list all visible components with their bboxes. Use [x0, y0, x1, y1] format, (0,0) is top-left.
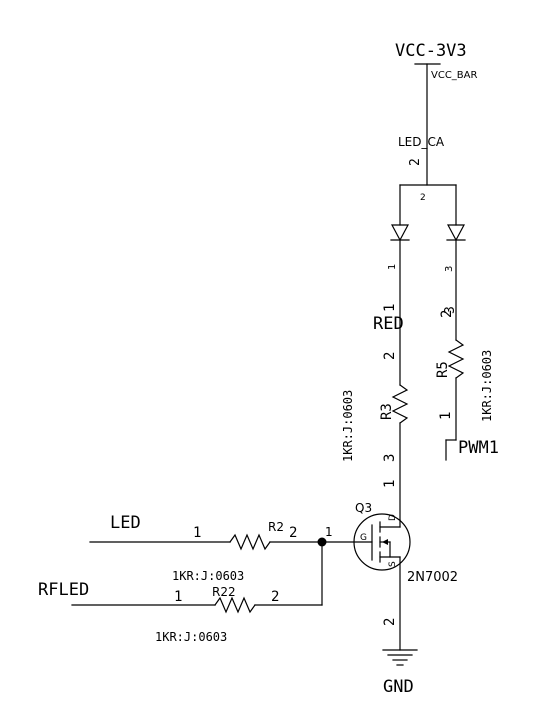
led-ref-label: RED: [373, 314, 404, 334]
r22-pin1: 1: [174, 589, 182, 605]
rfled-net-label: RFLED: [38, 580, 89, 600]
q3-ref-label: Q3: [355, 501, 372, 515]
r3-pin1-top: 1: [382, 304, 398, 312]
q3-gate-letter: G: [360, 533, 367, 543]
r3-value-label: 1KR:J:0603: [341, 390, 355, 462]
led-other-diode-icon: [447, 224, 465, 242]
vcc-net-label: VCC-3V3: [395, 41, 467, 61]
r5-pin3-overlap: 3: [443, 306, 458, 314]
r22-pin2: 2: [271, 589, 279, 605]
r5-pin1: 1: [438, 412, 454, 420]
q3-part-label: 2N7002: [407, 570, 458, 585]
r3-pin1: 1: [382, 480, 398, 488]
r5-ref-label: R5: [435, 361, 451, 378]
r5-pin2: 2: [439, 310, 455, 318]
led-net-label: LED: [110, 513, 141, 533]
pwm1-net-label: PWM1: [458, 438, 499, 458]
r2-resistor-icon: [229, 533, 271, 551]
q3-arrow-icon: [382, 539, 388, 545]
led-red-pin: 1: [387, 264, 398, 270]
gnd-net-label: GND: [383, 677, 414, 697]
r3-ref-label: R3: [379, 403, 395, 420]
r22-ref-label: R22: [212, 585, 236, 599]
q3-source-letter: S: [388, 561, 398, 567]
q3-drain-letter: D: [388, 514, 398, 521]
q3-gate-pin: 1: [325, 525, 333, 539]
r3-resistor-icon: [391, 384, 409, 424]
vcc-bar-label: VCC_BAR: [431, 70, 478, 81]
led-red-diode-icon: [391, 224, 409, 242]
r3-pin2: 2: [382, 352, 398, 360]
r2-pin1: 1: [193, 525, 201, 541]
r5-value-label: 1KR:J:0603: [480, 350, 494, 422]
r2-ref-label: R2: [268, 520, 284, 534]
q3-drain-pin-upper: 3: [382, 454, 398, 462]
r22-resistor-icon: [214, 596, 256, 614]
led-other-pin: 3: [444, 266, 455, 272]
led-ca-net-label: LED_CA: [398, 135, 445, 149]
r2-value-label: 1KR:J:0603: [172, 569, 244, 583]
led-common-pin: 2: [420, 193, 426, 203]
r2-pin2: 2: [289, 525, 297, 541]
r22-value-label: 1KR:J:0603: [155, 630, 227, 644]
led-ca-pin-number: 2: [408, 158, 423, 166]
q3-source-pin: 2: [382, 618, 398, 626]
r5-resistor-icon: [447, 339, 465, 379]
